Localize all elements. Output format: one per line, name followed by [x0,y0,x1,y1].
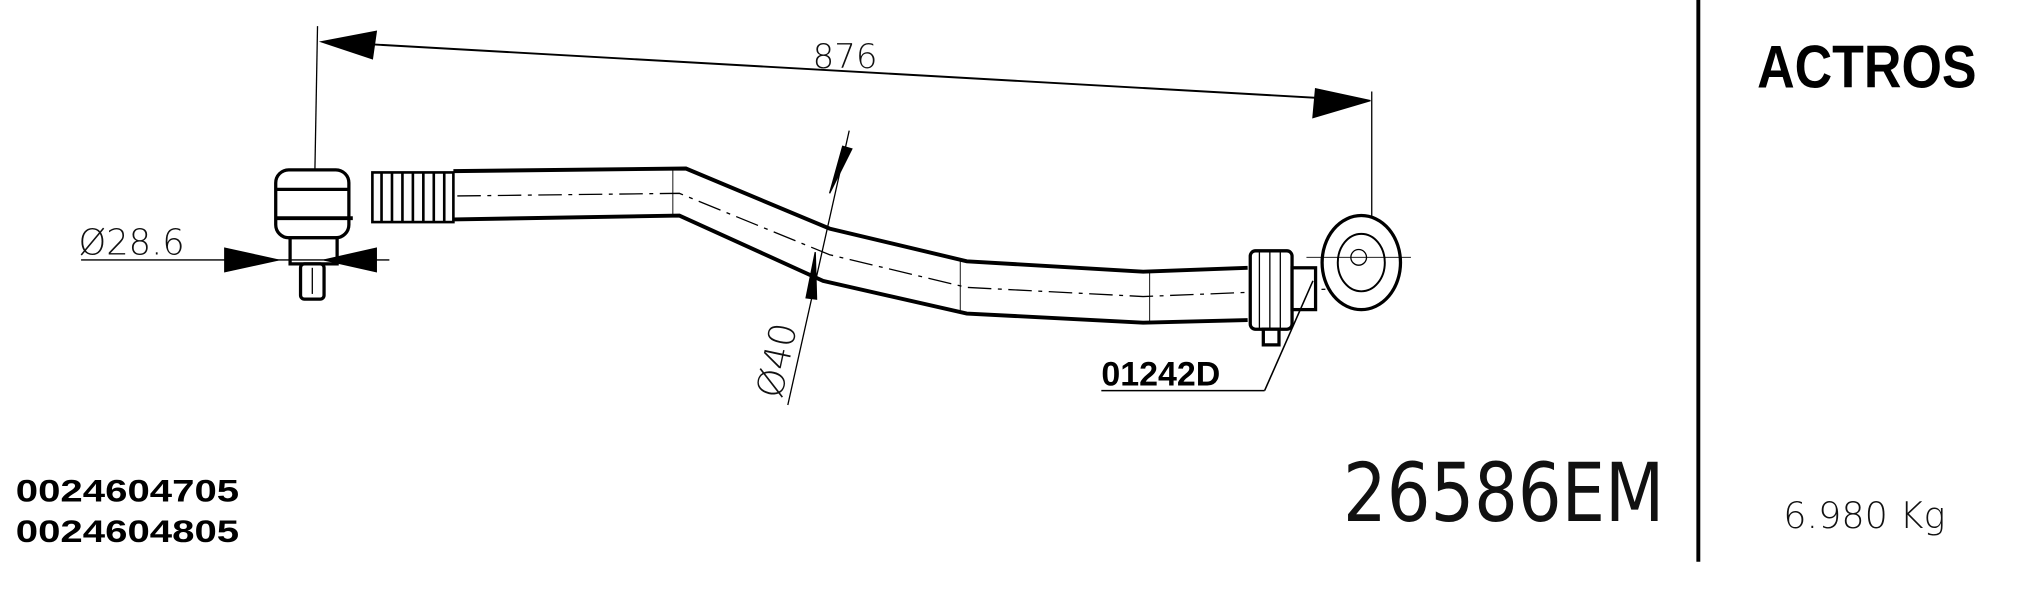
tie-rod-tube [453,166,1372,325]
part-number: 26586EM [1343,447,1664,541]
arrow-right-icon [224,247,279,273]
arrow-left-icon [318,30,378,60]
ball-stud-dimension [81,247,390,273]
length-label: 876 [813,37,878,77]
oe-number: 0024604705 [16,474,239,509]
tie-rod-end-ref: 01242D [1101,355,1220,393]
model-name: ACTROS [1757,34,1976,101]
length-dimension [314,26,1373,242]
arrow-left-icon [323,247,377,273]
arrow-down-icon [828,145,853,194]
oe-number: 0024604805 [16,514,239,549]
weight: 6.980 Kg [1783,494,1945,537]
threaded-sleeve [371,171,455,224]
tube-diameter-dimension [787,130,853,406]
ref-leader [1101,280,1314,392]
tube-diameter-label: Ø40 [748,319,806,402]
right-ball-joint [1248,213,1411,347]
arrow-right-icon [1312,88,1371,119]
left-ball-joint [274,168,353,301]
arrow-up-icon [805,251,818,300]
ball-stud-diameter-label: Ø28.6 [78,223,184,264]
